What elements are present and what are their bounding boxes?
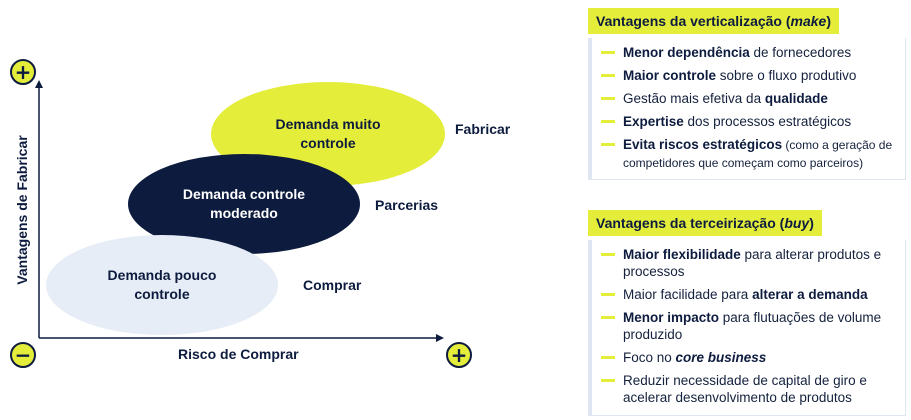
ellipse-moderate-control-line2: moderado	[210, 205, 278, 221]
ellipse-moderate-control-line1: Demanda controle	[182, 186, 306, 203]
list-item: Maior controle sobre o fluxo produtivo	[601, 67, 895, 84]
list-item: Menor impacto para flutuações de volume …	[601, 309, 895, 343]
ellipse-high-control-line2: controle	[300, 135, 356, 151]
y-axis-plus-icon: +	[10, 59, 36, 85]
origin-minus-icon: −	[10, 342, 36, 368]
buy-panel-title: Vantagens da terceirização (buy)	[588, 210, 822, 236]
dash-bullet-icon	[601, 253, 615, 256]
list-item: Reduzir necessidade de capital de giro e…	[601, 372, 895, 406]
dash-bullet-icon	[601, 356, 615, 359]
x-axis-plus-icon: +	[446, 342, 472, 368]
make-advantages-panel: Menor dependência de fornecedores Maior …	[588, 8, 906, 180]
list-item: Maior flexibilidade para alterar produto…	[601, 246, 895, 280]
list-item: Gestão mais efetiva da qualidade	[601, 90, 895, 107]
y-axis-arrow	[35, 80, 43, 88]
ellipse-low-control-line1: Demanda pouco	[107, 267, 217, 284]
axes	[35, 80, 444, 342]
list-item: Foco no core business	[601, 349, 895, 366]
dash-bullet-icon	[601, 97, 615, 100]
dash-bullet-icon	[601, 143, 615, 146]
dash-bullet-icon	[601, 120, 615, 123]
x-axis-label: Risco de Comprar	[178, 346, 299, 362]
label-fabricar: Fabricar	[455, 121, 511, 137]
ellipse-low-control: Demanda pouco controle	[46, 235, 278, 335]
y-axis-label: Vantagens de Fabricar	[14, 135, 30, 285]
label-parcerias: Parcerias	[375, 197, 439, 213]
make-list: Menor dependência de fornecedores Maior …	[601, 44, 895, 172]
list-item: Menor dependência de fornecedores	[601, 44, 895, 61]
dash-bullet-icon	[601, 74, 615, 77]
list-item: Expertise dos processos estratégicos	[601, 113, 895, 130]
dash-bullet-icon	[601, 316, 615, 319]
list-item: Evita riscos estratégicos (como a geraçã…	[601, 136, 895, 172]
ellipse-high-control-line1: Demanda muito	[275, 116, 381, 133]
dash-bullet-icon	[601, 293, 615, 296]
list-item: Maior facilidade para alterar a demanda	[601, 286, 895, 303]
buy-list: Maior flexibilidade para alterar produto…	[601, 246, 895, 406]
buy-advantages-panel: Maior flexibilidade para alterar produto…	[588, 210, 906, 416]
dash-bullet-icon	[601, 379, 615, 382]
ellipse-low-control-line2: controle	[134, 286, 190, 302]
buy-panel-box: Maior flexibilidade para alterar produto…	[588, 240, 906, 416]
label-comprar: Comprar	[303, 277, 362, 293]
x-axis-arrow	[436, 334, 444, 342]
dash-bullet-icon	[601, 51, 615, 54]
make-or-buy-diagram: + − + Vantagens de Fabricar Risco de Com…	[10, 59, 511, 368]
make-panel-box: Menor dependência de fornecedores Maior …	[588, 38, 906, 180]
make-panel-title: Vantagens da verticalização (make)	[588, 8, 840, 34]
